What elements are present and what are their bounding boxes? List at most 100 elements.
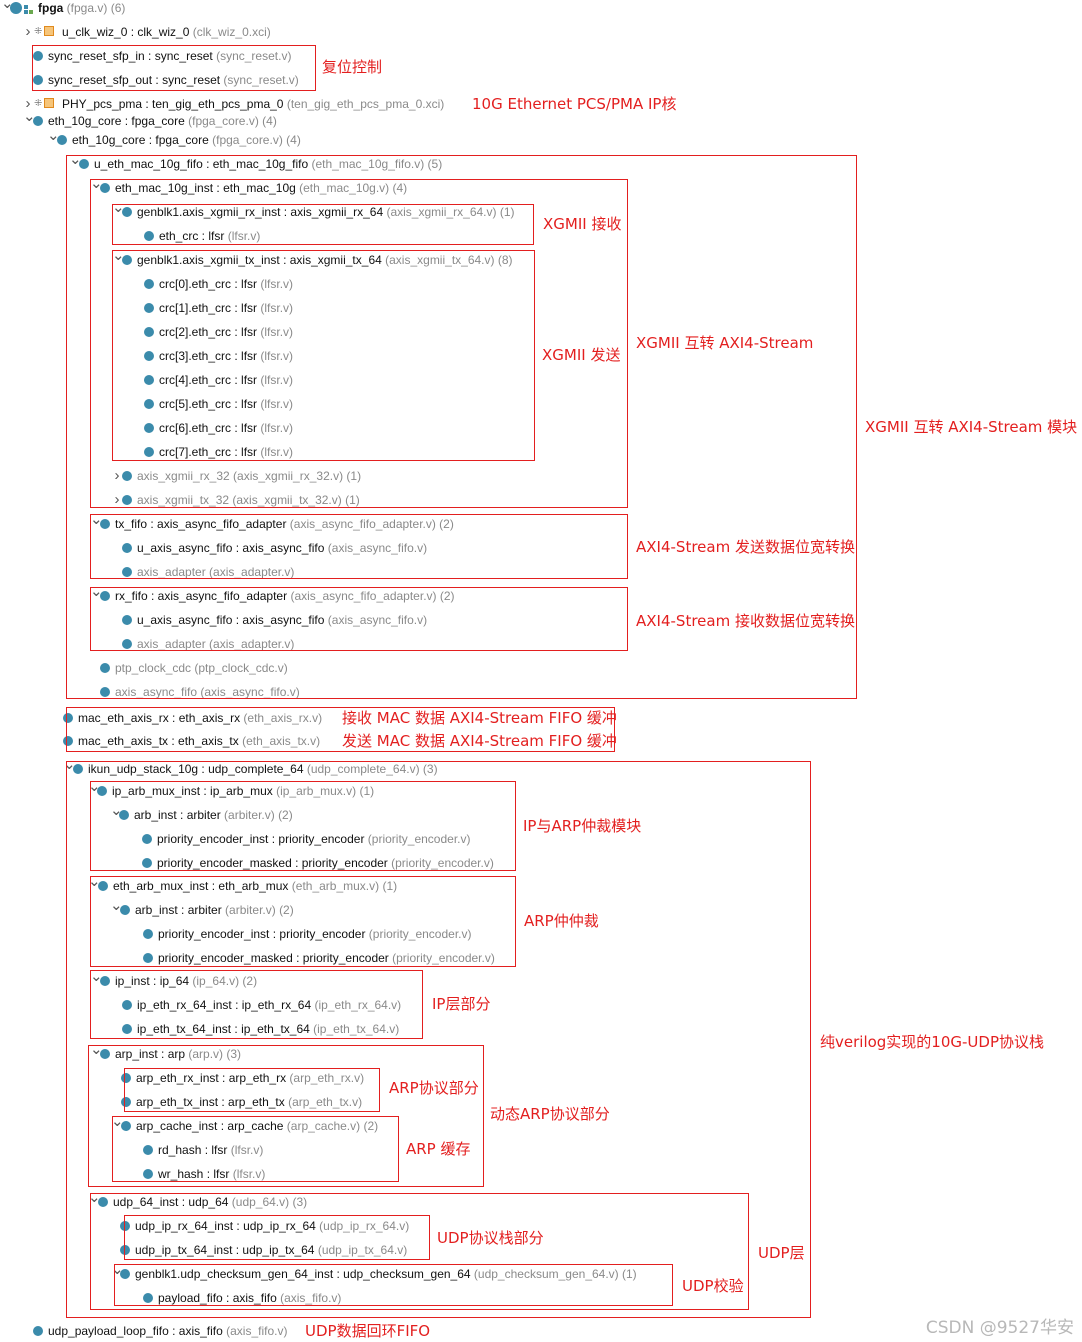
tree-node-sync-reset-sfp-in[interactable]: sync_reset_sfp_in : sync_reset (sync_res… (0, 46, 1082, 66)
module-node-icon (122, 1024, 132, 1034)
module-node-icon (122, 255, 132, 265)
tree-node-priority-encoder-masked[interactable]: priority_encoder_masked : priority_encod… (0, 948, 1082, 968)
tree-node-label: eth_10g_core : fpga_core (fpga_core.v) (… (72, 130, 301, 150)
tree-node-crc-1-eth-crc[interactable]: crc[1].eth_crc : lfsr (lfsr.v) (0, 298, 1082, 318)
tree-node-payload-fifo[interactable]: payload_fifo : axis_fifo (axis_fifo.v) (0, 1288, 1082, 1308)
annotation-label: 纯verilog实现的10G-UDP协议栈 (820, 1033, 1045, 1051)
tree-node-priority-encoder-inst[interactable]: priority_encoder_inst : priority_encoder… (0, 924, 1082, 944)
tree-node-axis-async-fifo[interactable]: axis_async_fifo (axis_async_fifo.v) (0, 682, 1082, 702)
source-file: (arp.v) (3) (185, 1047, 242, 1061)
tree-node-mac-eth-axis-rx[interactable]: mac_eth_axis_rx : eth_axis_rx (eth_axis_… (0, 708, 1082, 728)
chevron-down-icon[interactable]: ⌄ (90, 968, 103, 985)
tree-node-u-axis-async-fifo[interactable]: u_axis_async_fifo : axis_async_fifo (axi… (0, 538, 1082, 558)
tree-node-crc-2-eth-crc[interactable]: crc[2].eth_crc : lfsr (lfsr.v) (0, 322, 1082, 342)
highlight-box (112, 1116, 399, 1182)
chevron-right-icon[interactable]: › (25, 95, 31, 112)
tree-node-label: crc[2].eth_crc : lfsr (lfsr.v) (159, 322, 293, 342)
tree-node-axis-adapter[interactable]: axis_adapter (axis_adapter.v) (0, 562, 1082, 582)
tree-node-u-clk-wiz-0[interactable]: ›⁜u_clk_wiz_0 : clk_wiz_0 (clk_wiz_0.xci… (0, 22, 1082, 42)
tree-node-axis-adapter[interactable]: axis_adapter (axis_adapter.v) (0, 634, 1082, 654)
tree-node-ptp-clock-cdc[interactable]: ptp_clock_cdc (ptp_clock_cdc.v) (0, 658, 1082, 678)
tree-node-udp-payload-loop-fifo[interactable]: udp_payload_loop_fifo : axis_fifo (axis_… (0, 1321, 1082, 1341)
instance-name: crc[5].eth_crc : lfsr (159, 397, 258, 411)
tree-node-ikun-udp-stack-10g[interactable]: ⌄ikun_udp_stack_10g : udp_complete_64 (u… (0, 756, 1082, 779)
module-node-icon (143, 1293, 153, 1303)
tree-node-axis-xgmii-tx-32[interactable]: › axis_xgmii_tx_32 (axis_xgmii_tx_32.v) (… (0, 490, 1082, 510)
tree-node-crc-6-eth-crc[interactable]: crc[6].eth_crc : lfsr (lfsr.v) (0, 418, 1082, 438)
chevron-down-icon[interactable]: ⌄ (88, 873, 101, 890)
tree-node-rd-hash[interactable]: rd_hash : lfsr (lfsr.v) (0, 1140, 1082, 1160)
tree-node-udp-ip-tx-64-inst[interactable]: udp_ip_tx_64_inst : udp_ip_tx_64 (udp_ip… (0, 1240, 1082, 1260)
instance-name: arp_inst : arp (115, 1047, 186, 1061)
chevron-down-icon[interactable]: ⌄ (112, 247, 125, 264)
chevron-down-icon[interactable]: ⌄ (111, 1113, 124, 1130)
module-node-icon (121, 1073, 131, 1083)
source-file: (axis_fifo.v) (222, 1324, 288, 1338)
tree-node-label: u_axis_async_fifo : axis_async_fifo (axi… (137, 610, 427, 630)
tree-node-label: eth_arb_mux_inst : eth_arb_mux (eth_arb_… (113, 876, 397, 896)
tree-node-crc-0-eth-crc[interactable]: crc[0].eth_crc : lfsr (lfsr.v) (0, 274, 1082, 294)
tree-node-phy-pcs-pma[interactable]: ›⁜PHY_pcs_pma : ten_gig_eth_pcs_pma_0 (t… (0, 94, 1082, 114)
tree-node-genblk1-axis-xgmii-rx-inst[interactable]: ⌄ genblk1.axis_xgmii_rx_inst : axis_xgmii… (0, 199, 1082, 222)
tree-node-crc-5-eth-crc[interactable]: crc[5].eth_crc : lfsr (lfsr.v) (0, 394, 1082, 414)
source-file: (udp_checksum_gen_64.v) (1) (470, 1267, 637, 1281)
instance-name: genblk1.axis_xgmii_rx_inst : axis_xgmii_… (137, 205, 384, 219)
tree-node-arp-eth-tx-inst[interactable]: arp_eth_tx_inst : arp_eth_tx (arp_eth_tx… (0, 1092, 1082, 1112)
tree-node-ip-inst[interactable]: ⌄ip_inst : ip_64 (ip_64.v) (2) (0, 968, 1082, 991)
tree-node-eth-10g-core[interactable]: ⌄ eth_10g_core : fpga_core (fpga_core.v) … (0, 127, 1082, 150)
module-node-icon (120, 1245, 130, 1255)
tree-node-sync-reset-sfp-out[interactable]: sync_reset_sfp_out : sync_reset (sync_re… (0, 70, 1082, 90)
tree-node-rx-fifo[interactable]: ⌄rx_fifo : axis_async_fifo_adapter (axis… (0, 583, 1082, 606)
tree-node-eth-crc[interactable]: eth_crc : lfsr (lfsr.v) (0, 226, 1082, 246)
chevron-down-icon[interactable]: ⌄ (110, 897, 123, 914)
watermark: CSDN @9527华安 (925, 1318, 1074, 1338)
module-node-icon (143, 1169, 153, 1179)
tree-node-arb-inst[interactable]: ⌄arb_inst : arbiter (arbiter.v) (2) (0, 897, 1082, 920)
tree-node-arb-inst[interactable]: ⌄arb_inst : arbiter (arbiter.v) (2) (0, 802, 1082, 825)
chevron-down-icon[interactable]: ⌄ (23, 108, 36, 125)
instance-name: u_axis_async_fifo : axis_async_fifo (137, 613, 325, 627)
module-node-icon (97, 786, 107, 796)
chevron-down-icon[interactable]: ⌄ (90, 511, 103, 528)
tree-node-udp-64-inst[interactable]: ⌄udp_64_inst : udp_64 (udp_64.v) (3) (0, 1189, 1082, 1212)
tree-node-label: arb_inst : arbiter (arbiter.v) (2) (134, 805, 293, 825)
chevron-right-icon[interactable]: › (114, 467, 120, 484)
source-file: (lfsr.v) (257, 445, 294, 459)
tree-node-priority-encoder-masked[interactable]: priority_encoder_masked : priority_encod… (0, 853, 1082, 873)
tree-node-eth-10g-core[interactable]: ⌄eth_10g_core : fpga_core (fpga_core.v) … (0, 108, 1082, 131)
tree-node-wr-hash[interactable]: wr_hash : lfsr (lfsr.v) (0, 1164, 1082, 1184)
tree-node-crc-3-eth-crc[interactable]: crc[3].eth_crc : lfsr (lfsr.v) (0, 346, 1082, 366)
tree-node-crc-4-eth-crc[interactable]: crc[4].eth_crc : lfsr (lfsr.v) (0, 370, 1082, 390)
tree-node-arp-cache-inst[interactable]: ⌄arp_cache_inst : arp_cache (arp_cache.v… (0, 1113, 1082, 1136)
tree-node-arp-eth-rx-inst[interactable]: arp_eth_rx_inst : arp_eth_rx (arp_eth_rx… (0, 1068, 1082, 1088)
chevron-down-icon[interactable]: ⌄ (112, 199, 125, 216)
tree-node-ip-eth-rx-64-inst[interactable]: ip_eth_rx_64_inst : ip_eth_rx_64 (ip_eth… (0, 995, 1082, 1015)
tree-node-genblk1-axis-xgmii-tx-inst[interactable]: ⌄genblk1.axis_xgmii_tx_inst : axis_xgmii… (0, 247, 1082, 270)
tree-node-crc-7-eth-crc[interactable]: crc[7].eth_crc : lfsr (lfsr.v) (0, 442, 1082, 462)
tree-node-label: axis_xgmii_tx_32 (axis_xgmii_tx_32.v) (1… (137, 490, 360, 510)
tree-node-axis-xgmii-rx-32[interactable]: ›axis_xgmii_rx_32 (axis_xgmii_rx_32.v) (… (0, 466, 1082, 486)
tree-node-udp-ip-rx-64-inst[interactable]: udp_ip_rx_64_inst : udp_ip_rx_64 (udp_ip… (0, 1216, 1082, 1236)
annotation-label: IP层部分 (432, 995, 491, 1013)
module-node-icon (142, 858, 152, 868)
tree-node-label: ikun_udp_stack_10g : udp_complete_64 (ud… (88, 759, 438, 779)
tree-node-eth-arb-mux-inst[interactable]: ⌄ eth_arb_mux_inst : eth_arb_mux (eth_arb… (0, 873, 1082, 896)
tree-node-eth-mac-10g-inst[interactable]: ⌄eth_mac_10g_inst : eth_mac_10g (eth_mac… (0, 175, 1082, 198)
chevron-right-icon[interactable]: › (114, 491, 120, 508)
module-node-icon (144, 447, 154, 457)
chevron-down-icon[interactable]: ⌄ (47, 127, 60, 144)
tree-node-genblk1-udp-checksum-gen-64-inst[interactable]: ⌄genblk1.udp_checksum_gen_64_inst : udp_… (0, 1261, 1082, 1284)
tree-node-tx-fifo[interactable]: ⌄tx_fifo : axis_async_fifo_adapter (axis… (0, 511, 1082, 534)
tree-node-label: arp_eth_tx_inst : arp_eth_tx (arp_eth_tx… (136, 1092, 362, 1112)
annotation-label: AXI4-Stream 接收数据位宽转换 (636, 612, 855, 630)
module-node-icon (122, 543, 132, 553)
tree-node-fpga[interactable]: ⌄fpga (fpga.v) (6) (0, 0, 1082, 18)
tree-node-ip-eth-tx-64-inst[interactable]: ip_eth_tx_64_inst : ip_eth_tx_64 (ip_eth… (0, 1019, 1082, 1039)
tree-node-priority-encoder-inst[interactable]: priority_encoder_inst : priority_encoder… (0, 829, 1082, 849)
tree-node-mac-eth-axis-tx[interactable]: mac_eth_axis_tx : eth_axis_tx (eth_axis_… (0, 731, 1082, 751)
chevron-right-icon[interactable]: › (25, 23, 31, 40)
tree-node-ip-arb-mux-inst[interactable]: ⌄ip_arb_mux_inst : ip_arb_mux (ip_arb_mu… (0, 778, 1082, 801)
tree-node-label: ptp_clock_cdc (ptp_clock_cdc.v) (115, 658, 288, 678)
tree-node-u-axis-async-fifo[interactable]: u_axis_async_fifo : axis_async_fifo (axi… (0, 610, 1082, 630)
